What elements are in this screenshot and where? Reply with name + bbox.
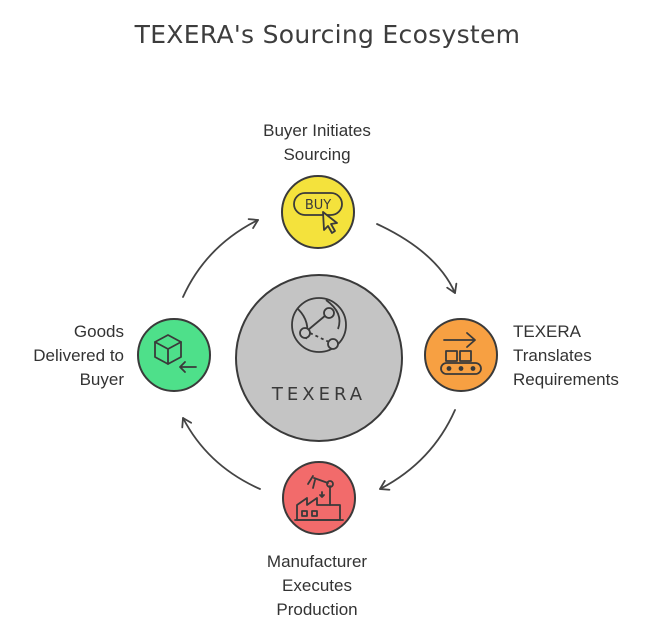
- node-translate: [424, 318, 498, 392]
- diagram-title: TEXERA's Sourcing Ecosystem: [134, 20, 521, 49]
- buy-click-icon: BUY: [293, 192, 343, 234]
- label-buyer-initiates: Buyer Initiates Sourcing: [263, 121, 371, 164]
- arrow-top-to-right: [376, 223, 458, 294]
- arrow-left-to-top: [182, 218, 259, 298]
- arrow-right-to-bottom: [379, 409, 456, 491]
- cycle-arrows: [181, 218, 458, 491]
- conveyor-icon: [440, 332, 482, 375]
- node-buyer: BUY: [281, 175, 355, 249]
- arrow-bottom-to-left: [181, 417, 261, 490]
- network-globe-icon: [291, 297, 347, 353]
- label-goods-delivered: Goods Delivered to Buyer: [33, 322, 124, 389]
- buy-icon-text: BUY: [305, 198, 331, 213]
- box-delivery-icon: [154, 334, 197, 373]
- center-label: TEXERA: [271, 384, 366, 405]
- label-texera-translates: TEXERA Translates Requirements: [513, 322, 619, 389]
- label-manufacturer-executes: Manufacturer Executes Production: [266, 552, 368, 619]
- node-delivery: [137, 318, 211, 392]
- node-manufacturer: [282, 461, 356, 535]
- factory-robot-arm-icon: [294, 475, 344, 521]
- center-node: TEXERA: [235, 274, 403, 442]
